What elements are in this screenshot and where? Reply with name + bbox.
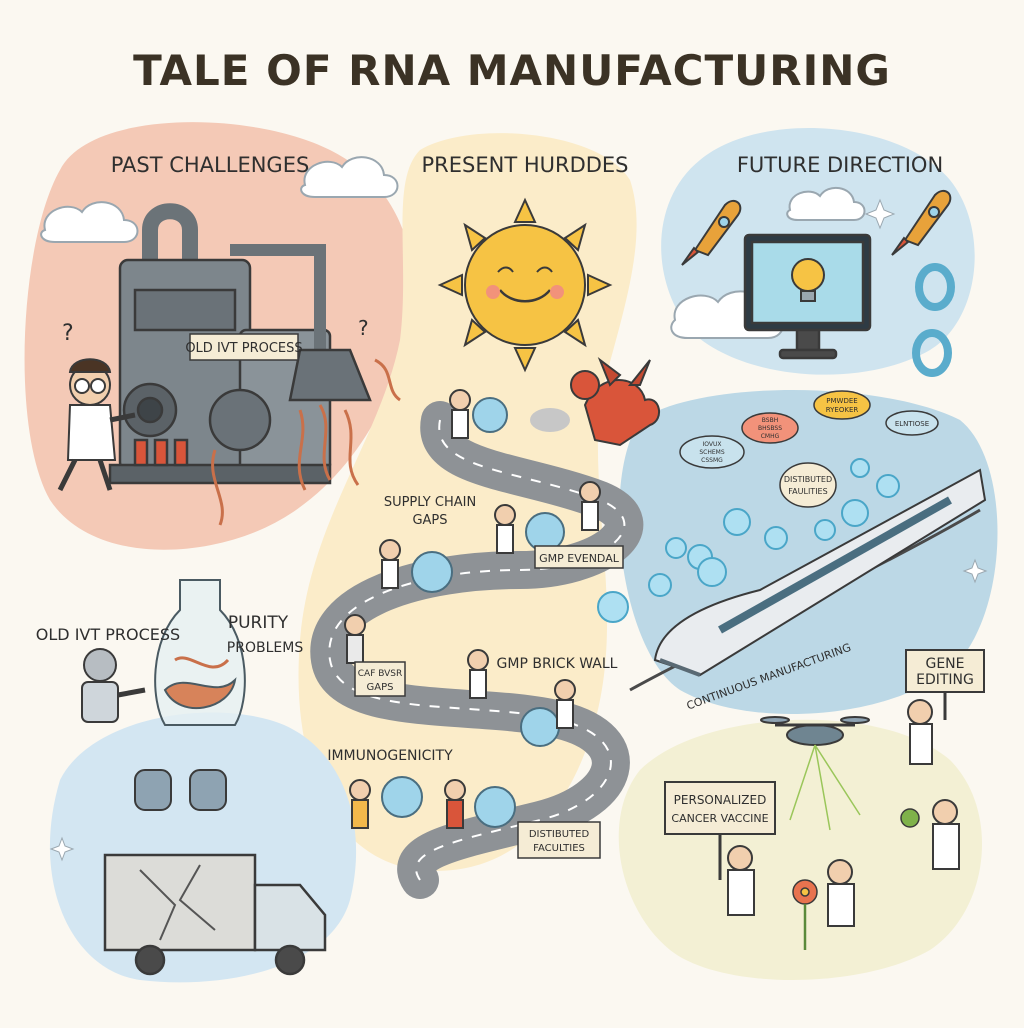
future-heading: FUTURE DIRECTION: [737, 153, 943, 177]
gaps-sign-line2: GAPS: [367, 682, 394, 693]
present-heading: PRESENT HURDDES: [421, 153, 628, 177]
gmp-sign: [534, 545, 624, 569]
distributed-sign: [517, 821, 601, 859]
gene-editing-line2: EDITING: [916, 672, 974, 688]
ring-icon: [912, 263, 955, 377]
node-1-line1: IOVUX: [703, 441, 722, 448]
purity-label-line2: PROBLEMS: [227, 640, 304, 656]
gene-editing-sign: [905, 649, 985, 720]
rocket-icon: [891, 189, 952, 256]
smoke-puff: [530, 408, 570, 432]
lightbulb-icon: [791, 258, 825, 302]
machine-icon: [108, 203, 372, 485]
node-2-line2: BHSBSS: [758, 425, 782, 432]
drone-icon: [760, 716, 870, 831]
scientist-figure: [727, 699, 960, 927]
sparkle-group: [49, 198, 988, 862]
gene-editing-line1: GENE: [925, 656, 964, 672]
node-1-line3: CSSMG: [701, 457, 723, 464]
bubble-group: [597, 458, 900, 623]
old-ivt-sign: [189, 333, 299, 361]
question-mark: ?: [358, 316, 369, 340]
old-ivt-label: OLD IVT PROCESS: [36, 625, 180, 644]
gaps-sign-line1: CAF BVSR: [358, 669, 403, 679]
robot-icon: [134, 769, 227, 811]
gmp-sign-label: GMP EVENDAL: [539, 552, 620, 565]
road-center-line: [328, 419, 626, 881]
question-mark: ?: [62, 321, 74, 346]
jar-icon: [154, 579, 246, 726]
page-title: TALE OF RNA MANUFACTURING: [133, 46, 891, 95]
sphere-group: [381, 397, 565, 828]
dragon-icon: [570, 357, 660, 447]
gmp-brick-wall-label: GMP BRICK WALL: [497, 656, 618, 672]
supply-chain-label-line1: SUPPLY CHAIN: [384, 495, 476, 510]
truck-icon: [103, 853, 327, 976]
past-heading: PAST CHALLENGES: [111, 153, 310, 177]
node-3-line2: RYEOKER: [826, 406, 859, 414]
node-1-line2: SCHEMS: [699, 449, 724, 456]
cloud-icon: [300, 156, 399, 198]
node-3-line1: PMWDEE: [826, 397, 857, 405]
rocket-icon: [681, 199, 742, 266]
cloud-icon: [40, 201, 139, 243]
distributed-sign-line1: DISTIBUTED: [529, 829, 590, 840]
robot-icon: [81, 648, 146, 723]
scientist-figure: [57, 358, 136, 492]
gaps-sign: [354, 661, 406, 697]
worker-figure: [344, 389, 601, 829]
node-2-line1: BSBH: [762, 417, 778, 424]
supply-chain-label-line2: GAPS: [412, 513, 447, 528]
node-4-label: ELNTIOSE: [895, 420, 929, 428]
rna-strands: [211, 358, 401, 526]
flower-icon: [792, 808, 920, 950]
vaccine-sign-line1: PERSONALIZED: [674, 793, 767, 807]
train-icon: [653, 468, 987, 677]
node-2-line3: CMHG: [761, 433, 780, 440]
distributed-sign-line2: FACULTIES: [533, 843, 585, 854]
future-distributed-line2: FAULITIES: [788, 487, 827, 496]
old-ivt-sign-label: OLD IVT PROCESS: [185, 341, 302, 356]
cloud-icon: [786, 186, 866, 221]
sun-icon: [437, 197, 613, 373]
immunogenicity-label: IMMUNOGENICITY: [327, 748, 453, 764]
purity-label-line1: PURITY: [228, 613, 289, 633]
future-distributed-line1: DISTIBUTED: [784, 475, 832, 484]
network-node: [679, 390, 939, 508]
vaccine-sign: [664, 781, 776, 880]
vaccine-sign-line2: CANCER VACCINE: [671, 812, 768, 825]
